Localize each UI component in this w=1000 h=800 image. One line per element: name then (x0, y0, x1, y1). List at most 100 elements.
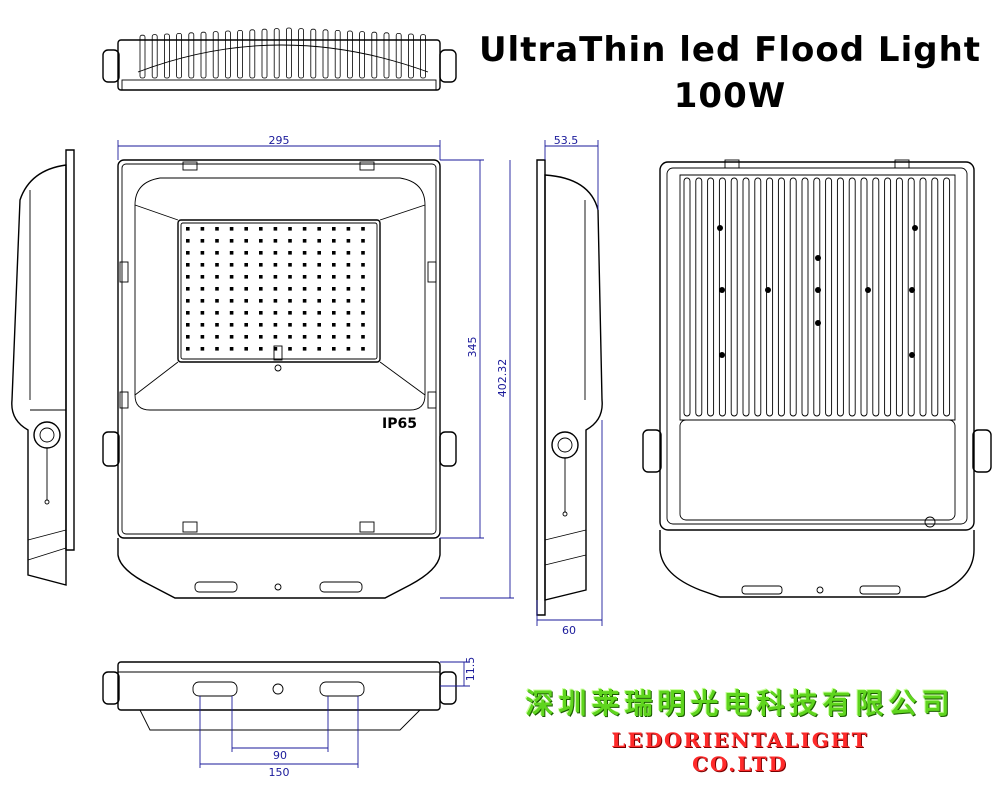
heat-sink-fin (237, 29, 244, 79)
bottom-dimensions: 11.5 90 150 (199, 657, 477, 779)
led-chip (332, 299, 336, 303)
led-chip (302, 323, 307, 327)
led-chip (244, 335, 248, 339)
heat-sink-fin (224, 30, 231, 79)
screw-hole (765, 287, 771, 293)
led-chip (215, 275, 219, 279)
led-chip (200, 287, 205, 291)
heat-sink-fin (884, 177, 892, 417)
led-chip (229, 299, 234, 303)
led-chip (288, 347, 292, 351)
led-chip (302, 251, 307, 255)
heat-sink-fin (188, 32, 195, 79)
screw-hole (717, 225, 723, 231)
screw-hole (909, 287, 915, 293)
led-chip (317, 239, 321, 243)
led-chip (229, 227, 234, 231)
led-chip (186, 299, 190, 303)
company-name-chinese: 深圳莱瑞明光电科技有限公司 (525, 687, 955, 720)
led-chip (259, 299, 263, 303)
back-view (642, 159, 992, 598)
led-chip (332, 275, 336, 279)
led-chip (229, 275, 234, 279)
led-chip (273, 227, 278, 231)
screw-hole (719, 352, 725, 358)
led-chip (346, 347, 351, 351)
led-chip (302, 287, 307, 291)
led-chip (346, 335, 351, 339)
led-chip (302, 263, 307, 267)
led-chip (346, 299, 351, 303)
led-chip (317, 263, 321, 267)
heat-sink-fin (789, 177, 797, 417)
screw-hole (912, 225, 918, 231)
heat-sink-fin (836, 177, 844, 417)
heat-sink-fin (754, 177, 762, 417)
led-chip (200, 239, 205, 243)
heat-sink-fin (261, 28, 268, 79)
led-chip (302, 239, 307, 243)
led-chip (302, 275, 307, 279)
led-chip (200, 263, 205, 267)
screw-hole (815, 320, 821, 326)
heat-sink-fin (212, 31, 219, 79)
led-chip (361, 227, 365, 231)
led-chip (317, 347, 321, 351)
led-chip (259, 251, 263, 255)
heat-sink-fin (860, 177, 868, 417)
heat-sink-fin (895, 177, 903, 417)
led-chip (259, 335, 263, 339)
led-chip (244, 251, 248, 255)
led-chip (361, 275, 365, 279)
heat-sink-fins-back (683, 177, 951, 417)
led-chip (200, 323, 205, 327)
led-chip (288, 275, 292, 279)
led-chip (317, 323, 321, 327)
led-chip (200, 311, 205, 315)
led-chip (215, 335, 219, 339)
led-chip (302, 227, 307, 231)
led-chip (215, 347, 219, 351)
led-chip (317, 251, 321, 255)
led-chip (244, 347, 248, 351)
heat-sink-fin (919, 177, 927, 417)
led-chip (259, 227, 263, 231)
heat-sink-fin (163, 33, 170, 79)
led-chip (346, 239, 351, 243)
heat-sink-fin (407, 33, 414, 79)
led-chip (244, 311, 248, 315)
led-chip (186, 347, 190, 351)
led-array (186, 227, 365, 351)
heat-sink-fin (730, 177, 738, 417)
led-chip (273, 263, 278, 267)
led-chip (346, 287, 351, 291)
dim-depth-top: 53.5 (554, 134, 579, 147)
led-chip (229, 239, 234, 243)
led-chip (332, 227, 336, 231)
led-chip (186, 239, 190, 243)
dim-slot-inner: 90 (273, 749, 287, 762)
heat-sink-fin (420, 34, 427, 79)
led-chip (346, 275, 351, 279)
led-chip (332, 251, 336, 255)
heat-sink-fin (359, 31, 366, 79)
led-chip (273, 347, 278, 351)
led-chip (215, 323, 219, 327)
heat-sink-fin (813, 177, 821, 417)
led-chip (259, 287, 263, 291)
heat-sink-fin (931, 177, 939, 417)
heat-sink-fin (322, 29, 329, 79)
led-chip (244, 275, 248, 279)
led-chip (229, 323, 234, 327)
heat-sink-fin (383, 32, 390, 79)
led-chip (244, 227, 248, 231)
led-chip (186, 287, 190, 291)
led-chip (215, 239, 219, 243)
heat-sink-fin (176, 33, 183, 79)
led-chip (186, 311, 190, 315)
led-chip (361, 263, 365, 267)
led-chip (317, 335, 321, 339)
ip-rating-label: IP65 (382, 416, 417, 432)
led-chip (361, 299, 365, 303)
